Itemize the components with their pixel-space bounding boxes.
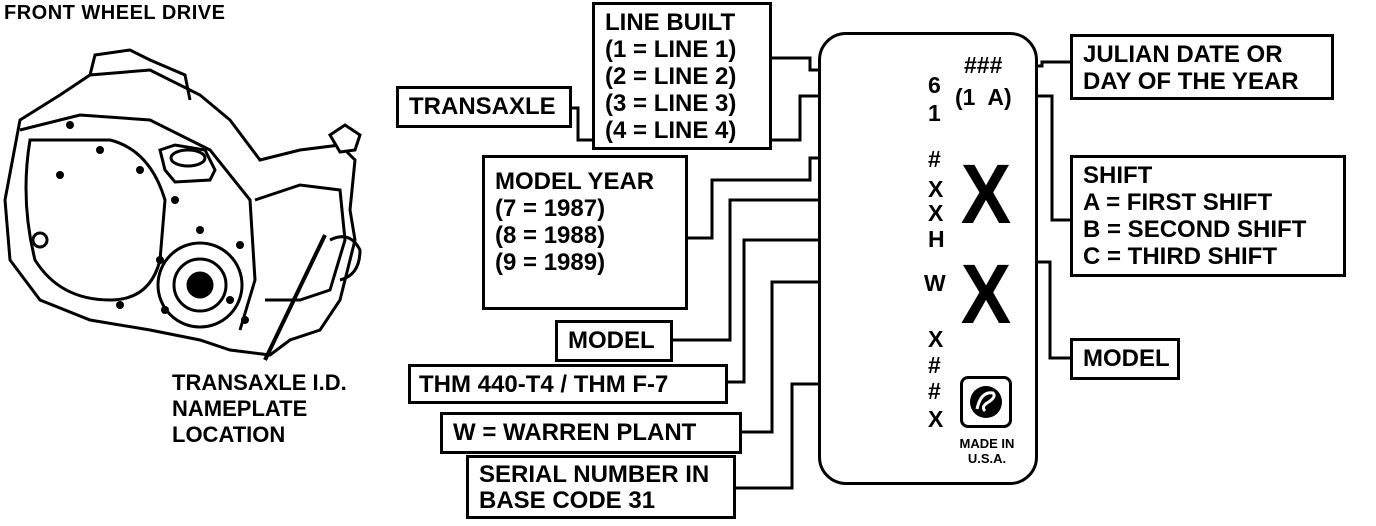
model-left-label: MODEL: [568, 327, 655, 354]
warren-label: W = WARREN PLANT: [453, 419, 697, 446]
serial-code-2: #: [928, 352, 941, 378]
year-code: #: [928, 146, 941, 172]
diagram-title: FRONT WHEEL DRIVE: [4, 2, 226, 24]
model-year-item-1: (7 = 1987): [495, 195, 606, 222]
line-shift-code: (1 A): [955, 84, 1012, 110]
model-year-item-2: (8 = 1988): [495, 222, 606, 249]
model-code-3: H: [928, 226, 945, 252]
julian-code: ###: [964, 52, 1003, 78]
julian-line-2: DAY OF THE YEAR: [1083, 68, 1299, 95]
thm-label: THM 440-T4 / THM F-7: [419, 371, 669, 398]
location-line-3: LOCATION: [172, 422, 286, 447]
model-code-2: X: [928, 200, 944, 226]
line-built-item-4: (4 = LINE 4): [605, 117, 737, 144]
plant-code: W: [924, 270, 946, 296]
model-year-box: MODEL YEAR (7 = 1987) (8 = 1988) (9 = 19…: [482, 155, 688, 310]
big-x-2: X: [960, 247, 1012, 341]
serial-line-1: SERIAL NUMBER IN: [479, 461, 710, 488]
big-x-1: X: [960, 147, 1012, 241]
location-leader: [263, 234, 327, 361]
transaxle-box: TRANSAXLE: [396, 86, 572, 128]
shift-item-2: B = SECOND SHIFT: [1083, 216, 1307, 243]
model-left-box: MODEL: [555, 320, 673, 362]
made-in-line-2: U.S.A.: [967, 451, 1007, 466]
code-6: 6: [928, 72, 941, 98]
serial-box: SERIAL NUMBER IN BASE CODE 31: [466, 455, 736, 519]
serial-code-4: X: [928, 406, 944, 432]
transaxle-label: TRANSAXLE: [409, 93, 556, 120]
thm-box: THM 440-T4 / THM F-7: [408, 364, 728, 404]
line-built-item-1: (1 = LINE 1): [605, 36, 737, 63]
shift-item-1: A = FIRST SHIFT: [1083, 189, 1273, 216]
model-code-1: X: [928, 176, 944, 202]
serial-code-3: #: [928, 378, 941, 404]
code-1: 1: [928, 100, 941, 126]
serial-line-2: BASE CODE 31: [479, 487, 656, 514]
made-in-line-1: MADE IN: [959, 436, 1015, 451]
line-built-item-3: (3 = LINE 3): [605, 90, 737, 117]
model-year-title: MODEL YEAR: [495, 168, 655, 195]
location-line-2: NAMEPLATE: [172, 396, 308, 421]
line-built-box: LINE BUILT (1 = LINE 1) (2 = LINE 2) (3 …: [592, 2, 772, 150]
shift-item-3: C = THIRD SHIFT: [1083, 243, 1278, 270]
line-built-title: LINE BUILT: [605, 9, 736, 36]
line-built-item-2: (2 = LINE 2): [605, 63, 737, 90]
gm-logo-icon: [960, 376, 1012, 428]
made-in-label: MADE IN U.S.A.: [955, 436, 1019, 466]
warren-box: W = WARREN PLANT: [440, 412, 742, 454]
serial-code-1: X: [928, 326, 944, 352]
model-year-item-3: (9 = 1989): [495, 249, 606, 276]
location-line-1: TRANSAXLE I.D.: [172, 370, 347, 395]
model-right-box: MODEL: [1070, 338, 1180, 380]
julian-line-1: JULIAN DATE OR: [1083, 41, 1283, 68]
shift-box: SHIFT A = FIRST SHIFT B = SECOND SHIFT C…: [1070, 155, 1346, 277]
model-right-label: MODEL: [1083, 345, 1170, 372]
transaxle-illustration: [3, 48, 362, 357]
shift-title: SHIFT: [1083, 162, 1153, 189]
julian-box: JULIAN DATE OR DAY OF THE YEAR: [1070, 34, 1334, 100]
nameplate-location-label: TRANSAXLE I.D. NAMEPLATE LOCATION: [172, 370, 347, 448]
